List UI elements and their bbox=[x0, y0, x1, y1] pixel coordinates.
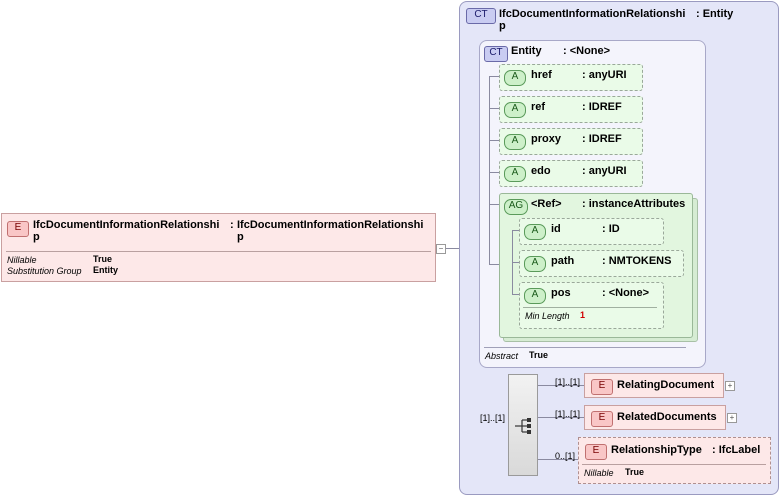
connector-line bbox=[512, 294, 519, 295]
element-multiplicity: [1]..[1] bbox=[555, 409, 581, 419]
prop-label-nillable: Nillable bbox=[584, 468, 614, 478]
connector-line bbox=[489, 76, 490, 265]
attribute-name: path bbox=[551, 255, 575, 267]
prop-label-substitution-group: Substitution Group bbox=[7, 266, 82, 276]
element-relating-document[interactable]: E RelatingDocument bbox=[584, 373, 724, 398]
attribute-name: pos bbox=[551, 287, 571, 299]
prop-value-nillable: True bbox=[625, 467, 645, 477]
complex-type-title: IfcDocumentInformationRelationshi p bbox=[499, 8, 686, 32]
attribute-icon: A bbox=[504, 102, 526, 118]
attribute-type: : NMTOKENS bbox=[602, 255, 672, 267]
attribute-edo[interactable]: A edo : anyURI bbox=[499, 160, 643, 187]
attribute-icon: A bbox=[504, 166, 526, 182]
complex-type-icon: CT bbox=[466, 8, 496, 24]
connector-line bbox=[538, 417, 584, 418]
attribute-type: : IDREF bbox=[582, 101, 622, 113]
prop-label-abstract: Abstract bbox=[485, 351, 519, 361]
element-icon: E bbox=[585, 444, 607, 460]
sequence-icon bbox=[515, 418, 531, 434]
prop-label-nillable: Nillable bbox=[7, 255, 37, 265]
entity-type-icon: CT bbox=[484, 46, 508, 62]
connector-line bbox=[512, 230, 519, 231]
attribute-group-type: : instanceAttributes bbox=[582, 198, 686, 210]
prop-value-min-length: 1 bbox=[580, 310, 586, 320]
connector-line bbox=[538, 385, 584, 386]
entity-type-name: Entity bbox=[511, 45, 542, 57]
attribute-icon: A bbox=[504, 70, 526, 86]
element-relationship-type[interactable]: E RelationshipType : IfcLabel Nillable T… bbox=[578, 437, 771, 484]
attribute-group-icon: AG bbox=[504, 199, 528, 215]
prop-value-abstract: True bbox=[529, 350, 549, 360]
prop-label-min-length: Min Length bbox=[525, 311, 570, 321]
sequence-compositor[interactable] bbox=[508, 374, 538, 476]
connector-line bbox=[446, 248, 468, 249]
attribute-icon: A bbox=[524, 224, 546, 240]
connector-line bbox=[489, 108, 499, 109]
attribute-name: href bbox=[531, 69, 552, 81]
prop-value-substitution-group: Entity bbox=[93, 265, 119, 275]
element-name: RelatedDocuments bbox=[617, 411, 717, 423]
attribute-name: edo bbox=[531, 165, 551, 177]
root-divider bbox=[6, 251, 431, 252]
attribute-divider bbox=[523, 307, 657, 308]
element-related-documents[interactable]: E RelatedDocuments bbox=[584, 405, 726, 430]
root-type-separator: : bbox=[230, 219, 234, 231]
attribute-name: id bbox=[551, 223, 561, 235]
connector-line bbox=[538, 459, 578, 460]
attribute-type: : IDREF bbox=[582, 133, 622, 145]
connector-line bbox=[489, 204, 499, 205]
attribute-type: : anyURI bbox=[582, 165, 627, 177]
attribute-icon: A bbox=[524, 288, 546, 304]
sequence-multiplicity: [1]..[1] bbox=[480, 413, 506, 423]
connector-line bbox=[489, 76, 499, 77]
element-icon: E bbox=[591, 411, 613, 427]
connector-line bbox=[512, 262, 519, 263]
element-multiplicity: 0..[1] bbox=[555, 451, 576, 461]
attribute-group-name: <Ref> bbox=[531, 198, 562, 210]
attribute-proxy[interactable]: A proxy : IDREF bbox=[499, 128, 643, 155]
expand-icon[interactable]: + bbox=[725, 381, 735, 391]
attribute-type: : anyURI bbox=[582, 69, 627, 81]
attribute-type: : <None> bbox=[602, 287, 650, 299]
complex-type-base: : Entity bbox=[696, 8, 734, 20]
attribute-icon: A bbox=[504, 134, 526, 150]
attribute-type: : ID bbox=[602, 223, 620, 235]
attribute-name: proxy bbox=[531, 133, 561, 145]
attribute-icon: A bbox=[524, 256, 546, 272]
root-element-name: IfcDocumentInformationRelationshi p bbox=[33, 219, 220, 243]
element-type: : IfcLabel bbox=[712, 444, 761, 456]
root-element-type: IfcDocumentInformationRelationshi p bbox=[237, 219, 424, 243]
prop-value-nillable: True bbox=[93, 254, 113, 264]
entity-divider bbox=[484, 347, 686, 348]
connector-line bbox=[489, 140, 499, 141]
expand-icon[interactable]: + bbox=[727, 413, 737, 423]
attribute-name: ref bbox=[531, 101, 546, 113]
element-divider bbox=[582, 464, 766, 465]
attribute-ref[interactable]: A ref : IDREF bbox=[499, 96, 643, 123]
element-name: RelationshipType bbox=[611, 444, 702, 456]
element-icon: E bbox=[7, 221, 29, 237]
attribute-href[interactable]: A href : anyURI bbox=[499, 64, 643, 91]
attribute-id[interactable]: A id : ID bbox=[519, 218, 664, 245]
element-multiplicity: [1]..[1] bbox=[555, 377, 581, 387]
attribute-pos[interactable]: A pos : <None> Min Length 1 bbox=[519, 282, 664, 329]
root-element-box[interactable]: E IfcDocumentInformationRelationshi p : … bbox=[1, 213, 436, 282]
element-name: RelatingDocument bbox=[617, 379, 715, 391]
element-icon: E bbox=[591, 379, 613, 395]
entity-type-base: : <None> bbox=[563, 45, 611, 57]
collapse-icon[interactable]: − bbox=[436, 244, 446, 254]
attribute-path[interactable]: A path : NMTOKENS bbox=[519, 250, 684, 277]
connector-line bbox=[489, 172, 499, 173]
